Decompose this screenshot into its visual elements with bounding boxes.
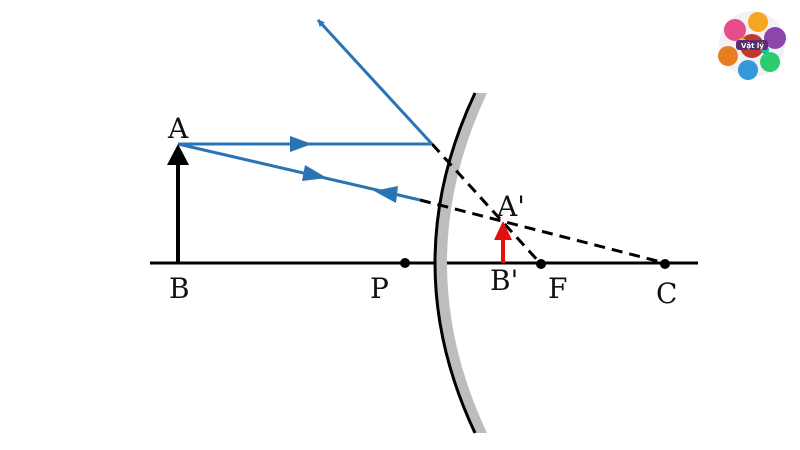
label-a-prime: A' [496,190,525,223]
label-a: A [167,112,189,145]
label-p: P [370,272,389,305]
dashed-line-to-center [419,198,666,265]
logo: Vật lý [718,11,786,80]
image-arrow-head [494,221,512,240]
dashed-line-to-focus [430,142,542,265]
point-c [660,259,670,269]
object-arrow-head [167,144,189,165]
label-b-prime: B' [490,264,518,297]
label-c: C [656,277,677,310]
ray-parallel-arrowhead [290,136,312,152]
label-b: B [169,272,190,305]
ray-center-incident-arrowhead [302,165,327,181]
ray-center-reflected-arrowhead [374,186,398,203]
mirror-back-band [435,93,487,433]
ray-parallel-reflected [316,18,434,146]
logo-text: Vật lý [741,41,764,50]
point-f [536,259,546,269]
point-p [400,258,410,268]
mirror-surface [433,92,477,434]
label-f: F [548,272,567,305]
